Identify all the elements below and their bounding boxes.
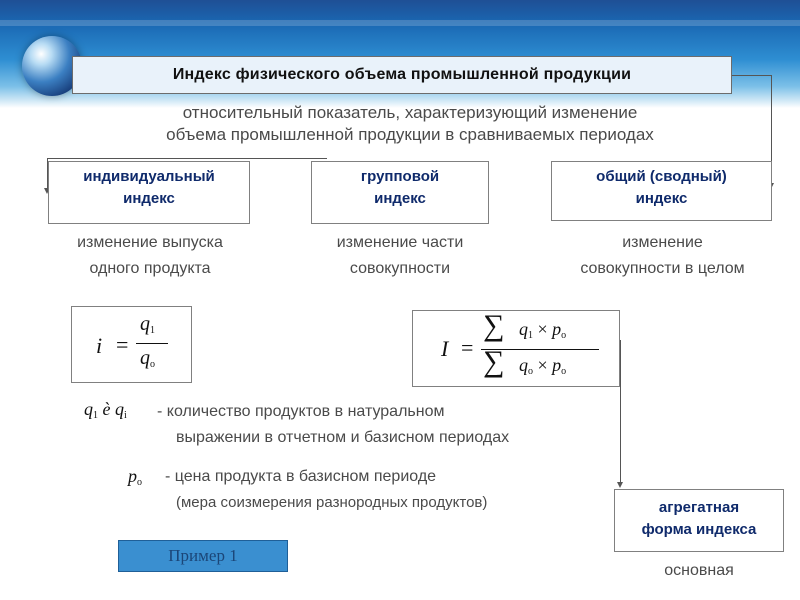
formula-i-den-sub: o (150, 359, 155, 370)
arrow-left (44, 188, 50, 194)
legend-price-note: (мера соизмерения разнородных продуктов) (176, 494, 488, 511)
formula-I-den: qo × po (519, 355, 567, 377)
example-1-button[interactable]: Пример 1 (118, 540, 288, 572)
legend-po-sub: o (137, 477, 142, 488)
connector-agg-v (620, 340, 621, 483)
formula-I-num: q1 × po (519, 319, 567, 341)
aggregate-formula-box: I = ∑ q1 × po ∑ qo × po (412, 309, 620, 387)
arrow-agg (617, 482, 623, 488)
total-index-label-2: индекс (635, 190, 688, 207)
formula-I: I (441, 336, 449, 361)
formula-i-num-q: q (140, 313, 150, 335)
formula-i-den-q: q (140, 347, 150, 369)
formula-i-bar (136, 343, 168, 344)
formula-I-sum-bottom: ∑ (483, 345, 505, 378)
total-index-desc: изменение совокупности в целом (545, 230, 780, 282)
total-index-box: общий (сводный) индекс (551, 161, 772, 221)
formula-i-num: q1 (140, 313, 155, 336)
legend-qi: q (115, 399, 124, 419)
legend-symbols-q: q1 è qi (84, 399, 127, 421)
group-desc-line-2: совокупности (349, 260, 451, 277)
title-box: Индекс физического объема промышленной п… (72, 56, 732, 94)
formula-I-num-q-sub: 1 (528, 330, 533, 341)
individual-index-label-1: индивидуальный (83, 168, 215, 185)
individual-index-desc: изменение выпуска одного продукта (40, 230, 260, 282)
legend-and: è (102, 399, 111, 419)
definition-line-1: относительный показатель, характеризующи… (182, 103, 638, 122)
connector-right-h (732, 75, 772, 76)
legend-po: p (128, 466, 137, 486)
group-index-box: групповой индекс (311, 161, 489, 224)
formula-I-den-times: × (537, 355, 548, 375)
formula-i-eq: = (116, 332, 129, 357)
legend-qi-sub: i (124, 410, 127, 421)
aggregate-form-label-1: агрегатная (658, 499, 740, 516)
individual-desc-line-1: изменение выпуска (77, 234, 223, 251)
individual-formula-box: i = q1 qo (71, 306, 192, 383)
group-index-label-1: групповой (360, 168, 440, 185)
formula-I-den-q-sub: o (528, 366, 533, 377)
banner-stripe (0, 20, 800, 26)
formula-I-sum-top: ∑ (483, 309, 505, 342)
formula-I-bar (481, 349, 599, 350)
legend-quantity-line-1: - количество продуктов в натуральном (157, 403, 445, 420)
individual-index-box: индивидуальный индекс (48, 161, 250, 224)
formula-I-eq: = (461, 335, 474, 360)
legend-q1: q (84, 399, 93, 419)
formula-I-den-p: p (552, 355, 562, 375)
formula-I-num-p-sub: o (561, 330, 567, 341)
formula-I-num-q: q (519, 319, 528, 339)
formula-i-num-sub: 1 (150, 325, 155, 336)
formula-I-den-q: q (519, 355, 528, 375)
total-index-label-1: общий (сводный) (596, 168, 727, 185)
individual-index-label-2: индекс (123, 190, 175, 207)
formula-I-den-p-sub: o (561, 366, 567, 377)
group-index-label-2: индекс (374, 190, 426, 207)
total-desc-line-1: изменение (622, 234, 703, 251)
individual-desc-line-2: одного продукта (89, 260, 211, 277)
legend-price-line: - цена продукта в базисном периоде (165, 468, 437, 485)
group-desc-line-1: изменение части (336, 234, 464, 251)
formula-I-num-times: × (537, 319, 548, 339)
legend-symbol-p: po (128, 466, 142, 488)
legend-q1-sub: 1 (93, 410, 98, 421)
aggregate-form-label-2: форма индекса (641, 521, 757, 538)
aggregate-form-box: агрегатная форма индекса (614, 489, 784, 552)
group-index-desc: изменение части совокупности (300, 230, 500, 282)
formula-i-den: qo (140, 347, 155, 370)
definition-text: относительный показатель, характеризующи… (100, 102, 720, 146)
formula-I-num-p: p (552, 319, 562, 339)
aggregate-form-note: основная (664, 562, 734, 579)
connector-left-h (47, 158, 327, 159)
connector-right-v (771, 75, 772, 185)
total-desc-line-2: совокупности в целом (580, 260, 745, 277)
example-1-button-label: Пример 1 (168, 546, 238, 565)
page-title: Индекс физического объема промышленной п… (172, 66, 632, 83)
formula-i: i (96, 333, 103, 358)
connector-left-v (47, 158, 48, 190)
legend-quantity-line-2: выражении в отчетном и базисном периодах (176, 429, 510, 446)
definition-line-2: объема промышленной продукции в сравнива… (166, 125, 654, 144)
